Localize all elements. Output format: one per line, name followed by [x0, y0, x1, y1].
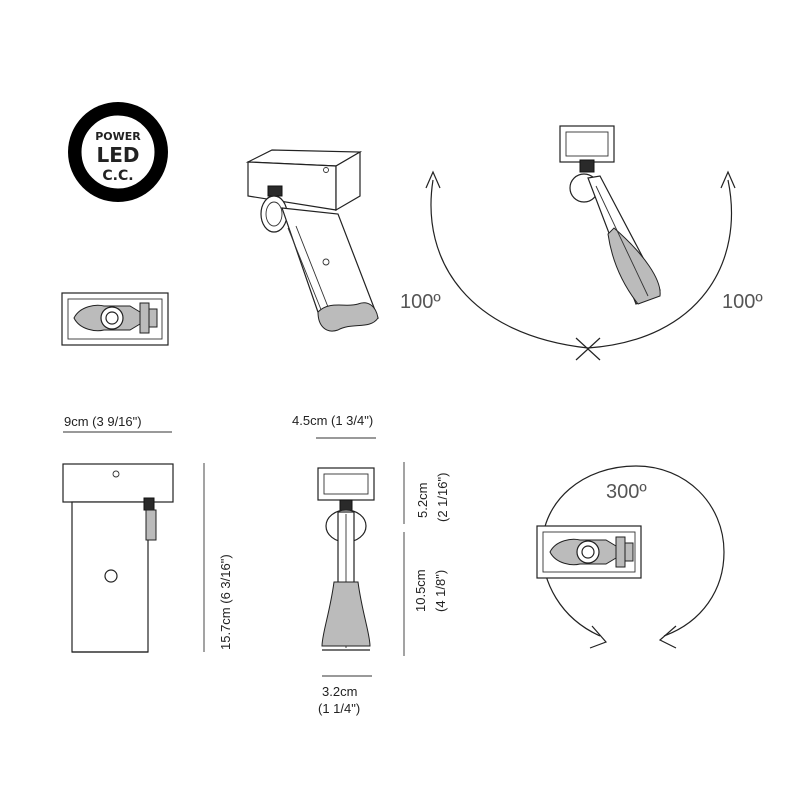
dim-arm-length-cm: 10.5cm	[413, 569, 428, 612]
badge-line-power: POWER	[95, 130, 141, 143]
perspective-view	[245, 149, 379, 332]
front-view: 4.5cm (1 3/4") 5.2cm (2 1/16") 10.5cm (4…	[292, 413, 450, 716]
side-view: 9cm (3 9/16") 15.7cm (6 3/16")	[62, 414, 233, 653]
arrow-spin-left-icon	[589, 625, 608, 649]
tilt-right-angle: 100º	[722, 291, 763, 313]
dim-height-total: 15.7cm (6 3/16")	[218, 554, 233, 650]
tilt-diagram: 100º 100º	[400, 125, 763, 361]
tilt-arc	[430, 179, 733, 349]
dim-base-width: 4.5cm (1 3/4")	[292, 413, 373, 428]
dim-base-height-in: (2 1/16")	[435, 473, 450, 522]
badge-line-cc: C.C.	[102, 168, 133, 184]
arrow-up-right-icon	[720, 170, 736, 189]
power-led-badge: POWER LED C.C.	[68, 102, 168, 202]
tilt-left-angle: 100º	[400, 291, 441, 313]
spin-diagram: 300º	[536, 465, 725, 649]
arrow-spin-right-icon	[658, 625, 677, 649]
dim-head-width-cm: 3.2cm	[322, 684, 357, 699]
top-view-small	[61, 292, 169, 346]
spin-angle: 300º	[606, 481, 647, 503]
arrow-up-left-icon	[425, 170, 441, 189]
dim-base-height-cm: 5.2cm	[415, 483, 430, 518]
dim-head-width-in: (1 1/4")	[318, 701, 360, 716]
dim-width-top: 9cm (3 9/16")	[64, 414, 142, 429]
dim-arm-length-in: (4 1/8")	[433, 570, 448, 612]
badge-line-led: LED	[96, 143, 139, 167]
